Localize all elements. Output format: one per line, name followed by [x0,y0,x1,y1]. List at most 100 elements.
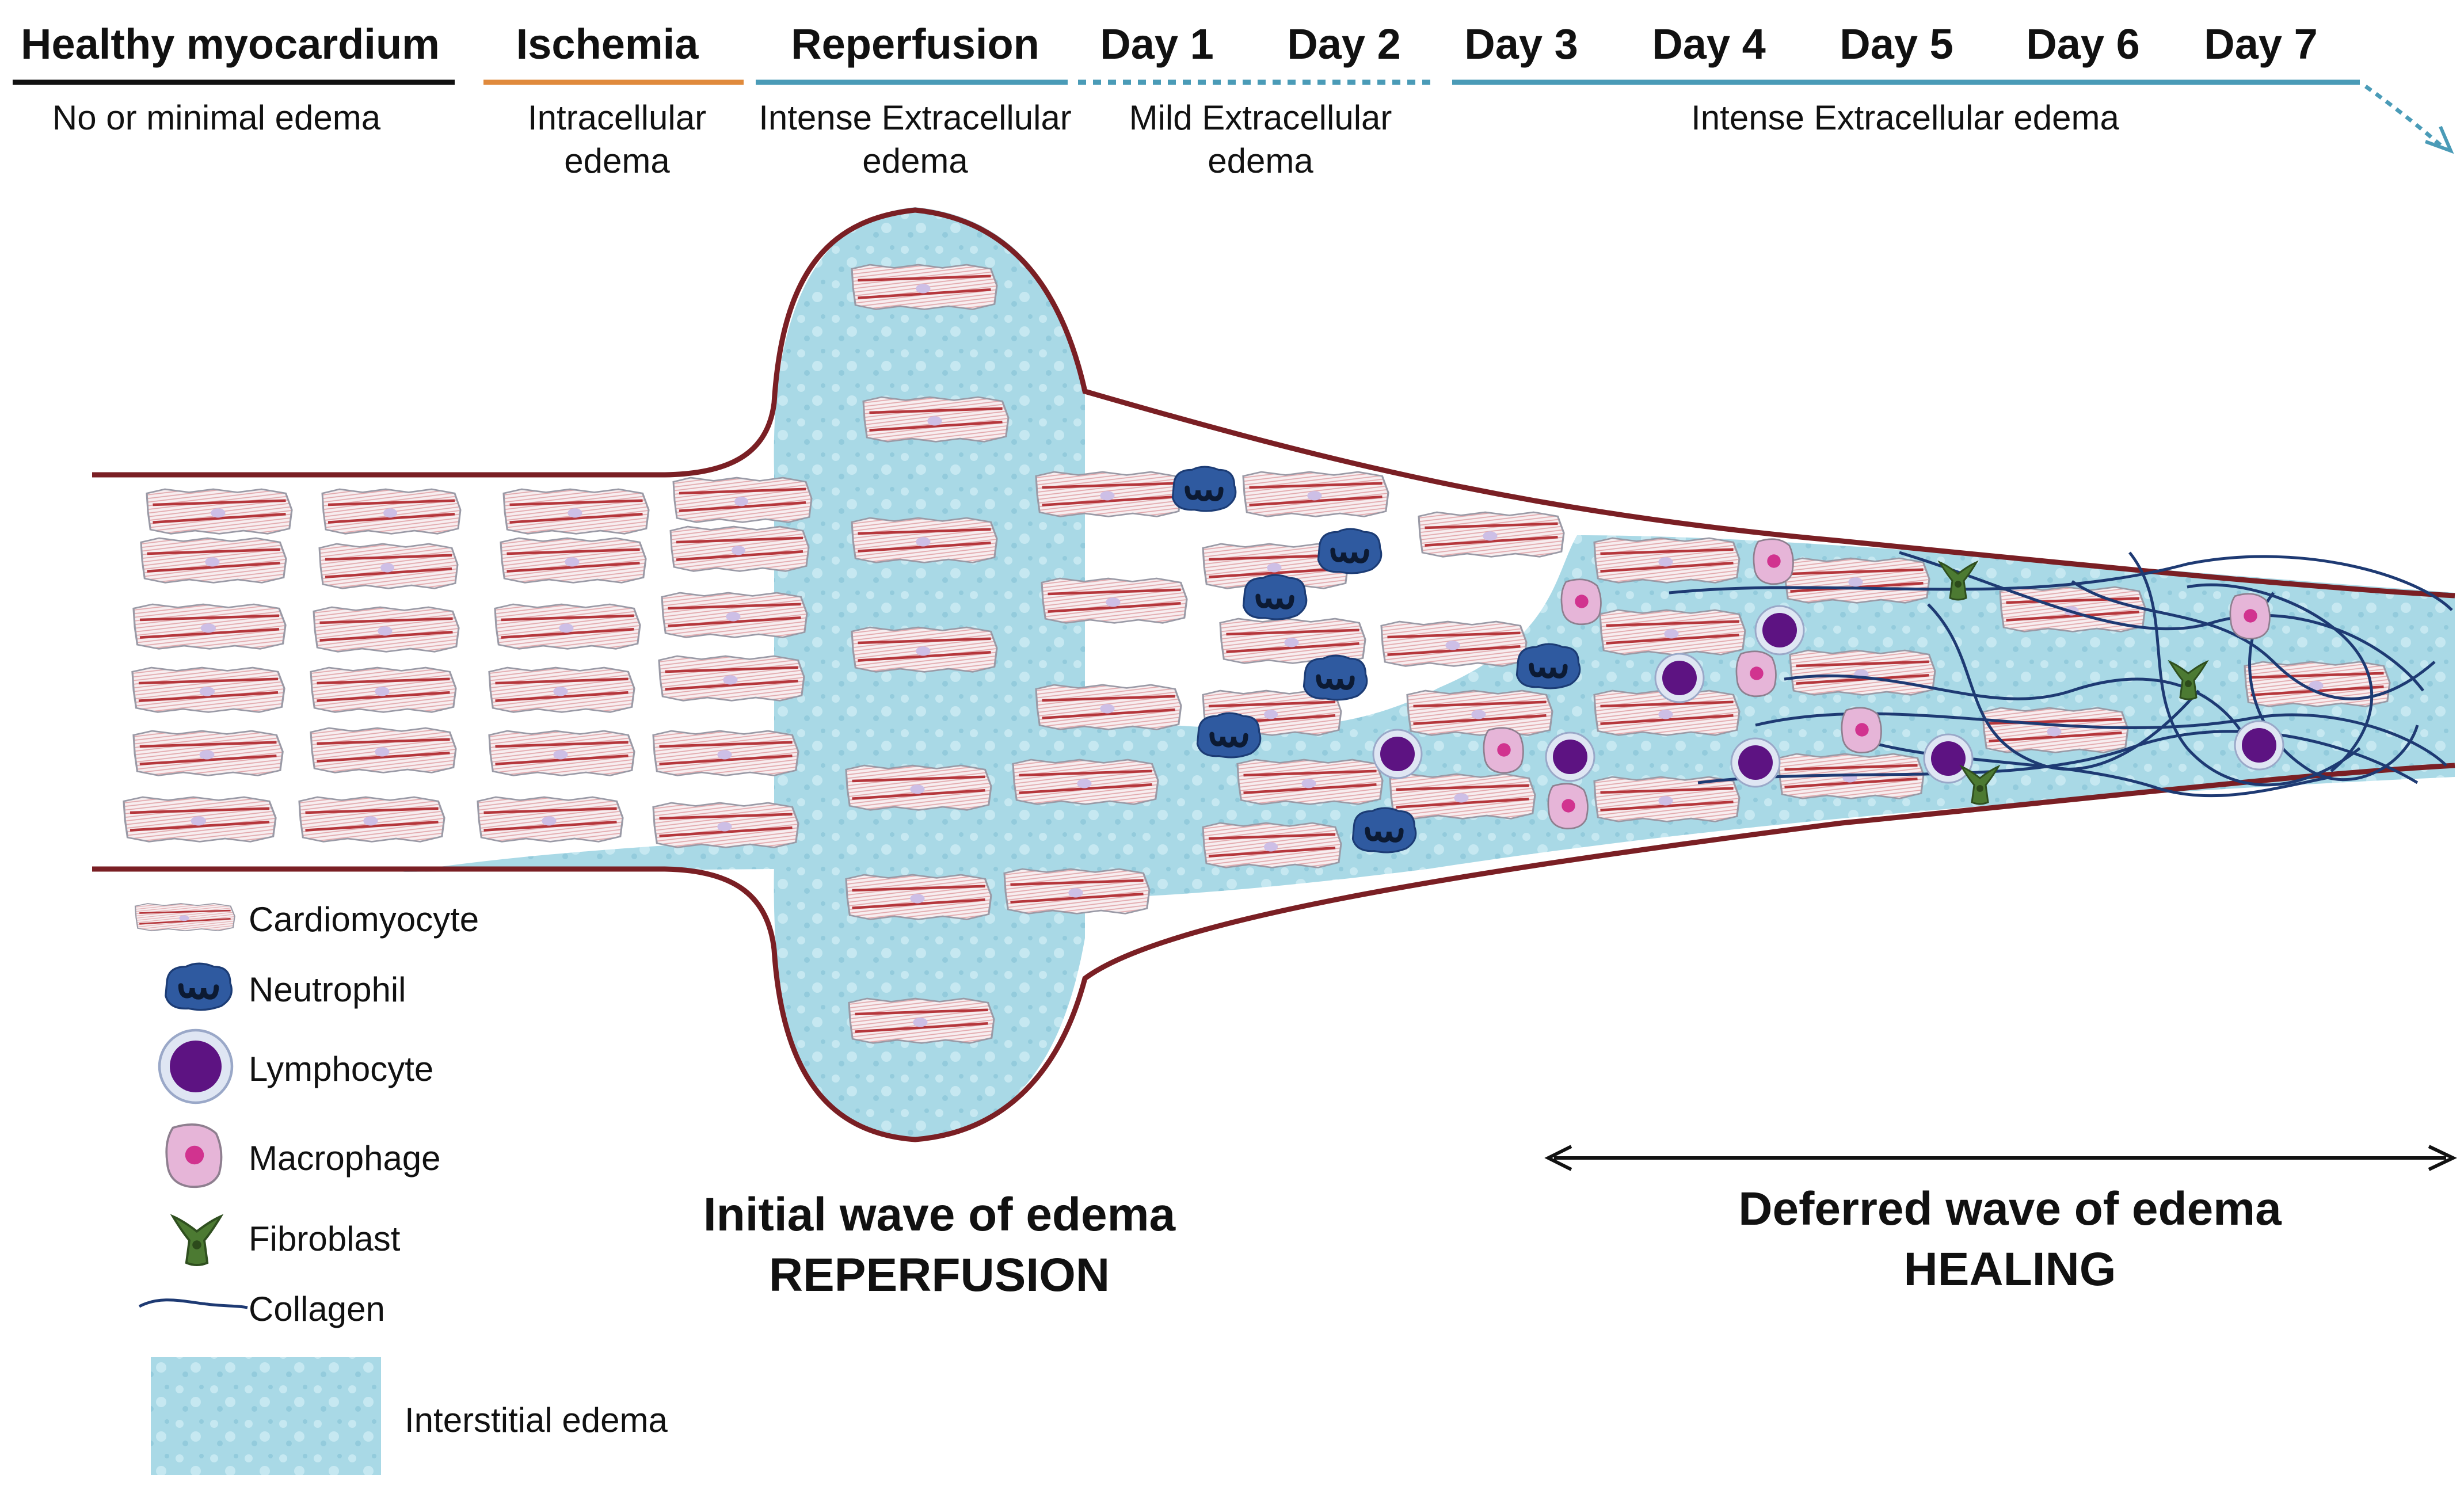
interstitial-edema-icon [151,1357,381,1475]
cardiomyocyte [1594,538,1739,582]
collagen-fiber [1669,555,2453,611]
cardiomyocyte [1013,760,1158,804]
caption-reperfusion: REPERFUSION [769,1249,1110,1301]
neutrophil [1243,575,1306,619]
desc-ischemia-line2: edema [564,142,670,180]
cardiomyocyte [311,728,456,772]
cardiomyocyte [1594,777,1739,821]
cardiomyocyte [501,538,646,582]
stage-day-3: Day 3 [1464,20,1578,68]
lymphocyte [1372,729,1423,779]
arrowhead-icon [2424,125,2454,154]
cardiomyocyte [852,518,997,562]
legend-label-fibroblast: Fibroblast [249,1220,401,1258]
cardiomyocyte [322,489,460,534]
collagen-fiber [2187,583,2374,772]
stage-healthy-myocardium: Healthy myocardium [21,20,440,68]
captions: Initial wave of edema REPERFUSION Deferr… [703,1145,2457,1301]
desc-reperfusion-line2: edema [862,142,968,180]
caption-healing: HEALING [1904,1243,2116,1296]
cardiomyocyte [846,875,991,919]
caption-initial-wave: Initial wave of edema [703,1188,1176,1241]
cardiomyocyte [846,765,991,810]
cardiomyocyte [1004,869,1149,913]
fibroblast-icon [172,1215,222,1267]
lymphocyte [2234,720,2284,771]
cardiomyocyte [1036,472,1181,516]
cardiomyocyte [134,731,283,775]
macrophage [1841,707,1882,754]
lymphocyte [1654,653,1705,703]
desc-healthy: No or minimal edema [52,98,381,137]
cardiomyocyte [2245,662,2390,706]
tissue-outline [92,207,2455,1142]
cardiomyocyte-icon [134,902,236,932]
cardiomyocyte [504,489,649,534]
stage-day-5: Day 5 [1840,20,1953,68]
cardiomyocyte [489,668,634,712]
cardiomyocyte [1381,622,1526,666]
arrowhead-right-icon [2428,1145,2457,1171]
timeline-header: Healthy myocardium Ischemia Reperfusion … [13,20,2454,180]
stage-day-4: Day 4 [1652,20,1765,68]
desc-reperfusion-line1: Intense Extracellular [759,98,1072,137]
legend: Cardiomyocyte Neutrophil Lymphocyte Macr… [134,900,668,1475]
legend-label-lymphocyte: Lymphocyte [249,1050,433,1088]
collagen-fiber [1784,674,2246,738]
cardiomyocyte [1419,512,1564,557]
desc-days12-line2: edema [1208,142,1313,180]
legend-label-collagen: Collagen [249,1290,385,1328]
cardiomyocyte [653,731,798,775]
neutrophil [1172,467,1235,511]
cardiomyocyte [653,803,798,847]
legend-label-macrophage: Macrophage [249,1139,441,1178]
cardiomyocyte [852,265,997,309]
timeline-continuation-arrow [2364,85,2442,147]
cardiomyocyte [319,544,458,588]
cardiomyocyte [489,731,634,775]
neutrophil-icon [166,963,232,1010]
cardiomyocyte [673,478,812,522]
cardiomyocyte [671,527,809,571]
desc-ischemia-line1: Intracellular [528,98,706,137]
cardiomyocyte [662,593,807,637]
cardiomyocyte [141,538,286,582]
cardiomyocyte [1790,650,1935,695]
cardiomyocyte [863,397,1008,441]
lymphocyte [1754,605,1805,656]
cardiomyocyte [314,607,459,651]
cardiomyocyte [1237,760,1383,804]
macrophage [1735,650,1777,698]
cardiomyocyte [124,797,276,841]
stage-day-6: Day 6 [2026,20,2139,68]
cardiomyocyte [132,668,284,712]
caption-deferred-wave: Deferred wave of edema [1738,1183,2282,1235]
cardiomyocyte [1600,610,1745,654]
cardiomyocyte [852,627,997,672]
legend-label-cardiomyocyte: Cardiomyocyte [249,900,479,939]
cardiomyocyte [1243,472,1388,516]
macrophage [2229,593,2271,640]
cardiomyocyte [1390,774,1535,818]
lymphocyte [1730,737,1781,788]
cardiomyocyte [495,604,640,649]
macrophage [1547,783,1589,830]
neutrophil [1318,529,1381,573]
cardiomyocyte [1036,685,1181,729]
desc-days37: Intense Extracellular edema [1691,98,2119,137]
neutrophil [1197,713,1260,757]
macrophage [1753,538,1794,585]
cardiomyocyte [299,797,444,841]
collagen-network [1669,551,2453,798]
cardiomyocyte [1407,691,1552,735]
cardiomyocyte [1042,578,1187,623]
cardiomyocyte [311,668,456,712]
macrophage [1483,727,1524,774]
lymphocyte [1545,731,1595,782]
tissue-illustration [92,207,2455,1142]
legend-label-interstitial-edema: Interstitial edema [405,1401,668,1439]
legend-label-neutrophil: Neutrophil [249,970,406,1009]
collagen-fiber [2071,580,2436,700]
desc-days12-line1: Mild Extracellular [1129,98,1392,137]
